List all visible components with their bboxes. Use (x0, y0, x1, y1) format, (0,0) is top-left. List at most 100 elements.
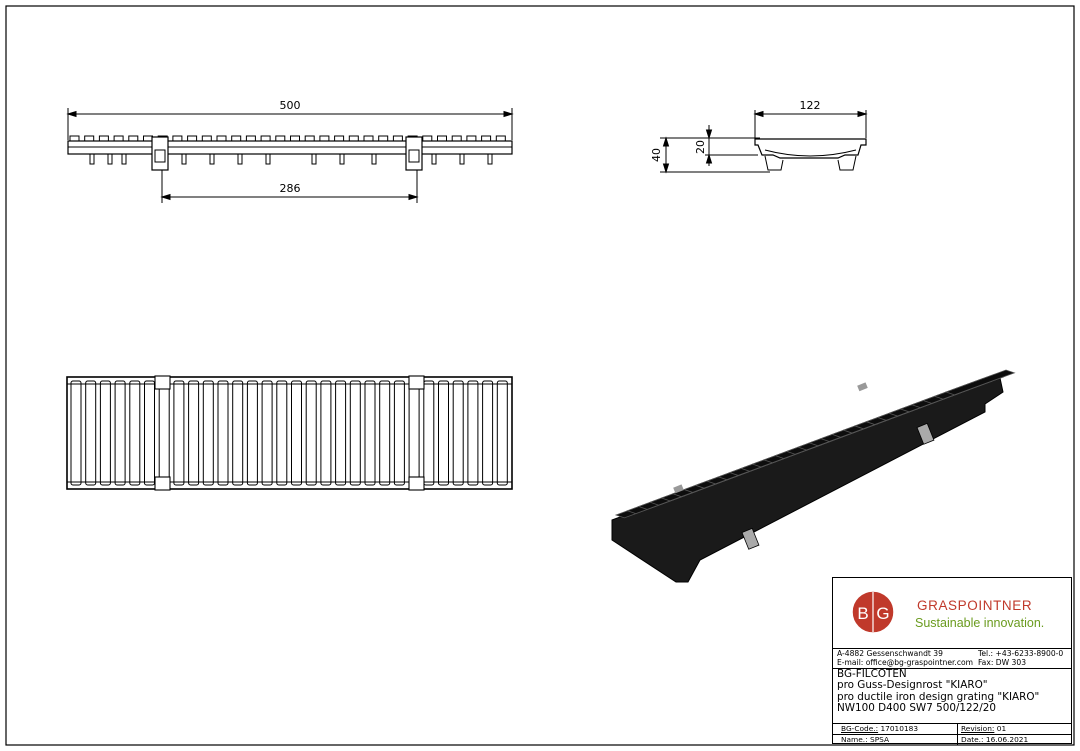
top-bar (496, 380, 508, 486)
top-bar (99, 380, 111, 486)
front-tooth (422, 135, 433, 142)
front-leg (339, 153, 345, 165)
front-leg (487, 153, 493, 165)
top-bar (70, 380, 82, 486)
top-bar (144, 380, 155, 486)
top-bar (276, 380, 288, 486)
description-line: pro Guss-Designrost "KIARO" (837, 679, 988, 692)
front-tooth (392, 135, 403, 142)
revision-label: Revision: (961, 724, 995, 733)
front-leg (209, 153, 215, 165)
front-tooth (84, 135, 95, 142)
front-tooth (481, 135, 492, 142)
top-bar (217, 380, 229, 486)
front-tooth (201, 135, 212, 142)
top-bar (232, 380, 244, 486)
top-clamp (154, 375, 171, 390)
front-leg (181, 153, 187, 165)
front-leg (371, 153, 377, 165)
front-tooth (451, 135, 462, 142)
front-tooth (319, 135, 330, 142)
front-leg (311, 153, 317, 165)
front-leg (107, 153, 113, 165)
top-bar (335, 380, 347, 486)
logo-letter-b: B (857, 604, 868, 623)
front-tooth (275, 135, 286, 142)
company-slogan: Sustainable innovation. (915, 616, 1045, 630)
top-bar (467, 380, 479, 486)
front-tooth (128, 135, 139, 142)
description-line: BG-FILCOTEN (837, 668, 907, 680)
front-tooth (245, 135, 256, 142)
code-label: BG-Code.: (841, 724, 879, 733)
company-brand: GRASPOINTNER (917, 598, 1033, 613)
front-leg (237, 153, 243, 165)
dim-label-20: 20 (694, 140, 707, 154)
top-bar (393, 380, 405, 486)
date-label: Date.: (961, 735, 984, 744)
dim-label-500: 500 (280, 99, 301, 112)
front-tooth (69, 135, 80, 142)
dim-label-40: 40 (650, 148, 663, 162)
top-bar (129, 380, 141, 486)
top-bar (320, 380, 332, 486)
front-tooth (216, 135, 227, 142)
top-bar (379, 380, 391, 486)
part-description: BG-FILCOTEN pro Guss-Designrost "KIARO" … (837, 668, 1039, 714)
top-bar (85, 380, 97, 486)
top-bar (305, 380, 317, 486)
top-bar (408, 380, 420, 486)
front-tooth (260, 135, 271, 142)
top-bar (246, 380, 258, 486)
front-tooth (495, 135, 506, 142)
top-bar (482, 380, 494, 486)
top-bar (114, 380, 126, 486)
date-value: 16.06.2021 (985, 735, 1029, 744)
side-view (660, 110, 868, 174)
front-view (66, 108, 514, 203)
revision-value: 01 (996, 724, 1007, 733)
sheet-border (5, 5, 1075, 746)
front-tooth (290, 135, 300, 142)
front-tooth (143, 135, 153, 142)
name-value: SPSA (870, 735, 890, 744)
front-tooth (98, 135, 109, 142)
company-logo-area: B G GRASPOINTNER Sustainable innovation. (833, 578, 1071, 648)
top-clamp (408, 375, 425, 390)
front-tooth (231, 135, 242, 142)
dim-label-286: 286 (280, 182, 301, 195)
isometric-view (611, 369, 1016, 583)
iso-bar (944, 369, 1016, 396)
bg-logo-icon: B G (851, 590, 895, 634)
front-tooth (378, 135, 389, 142)
front-leg (121, 153, 127, 165)
front-tooth (172, 135, 183, 142)
address-tel: Tel.: +43-6233-8900-0 (978, 649, 1064, 658)
address-postal: A-4882 Gessenschwandt 39 (837, 649, 943, 658)
front-leg (431, 153, 437, 165)
top-bar (364, 380, 376, 486)
top-bar (349, 380, 361, 486)
top-clamp (408, 476, 425, 491)
front-tooth (304, 135, 315, 142)
front-tooth (113, 135, 124, 142)
top-clamp (154, 476, 171, 491)
logo-letter-g: G (876, 604, 889, 623)
title-fields: BG-Code.: 17010183 Revision: 01 Name.: S… (833, 723, 1071, 745)
front-tooth (466, 135, 477, 142)
top-bar (452, 380, 464, 486)
front-leg (89, 153, 95, 165)
top-bar (158, 380, 170, 486)
top-bar (261, 380, 273, 486)
iso-clamp (741, 527, 760, 550)
front-leg (459, 153, 465, 165)
front-tooth (187, 135, 198, 142)
front-tooth (334, 135, 345, 142)
front-tooth (348, 135, 359, 142)
address-email: E-mail: office@bg-graspointner.com (837, 658, 974, 667)
top-bar (423, 380, 435, 486)
title-block: B G GRASPOINTNER Sustainable innovation.… (832, 577, 1072, 745)
dim-label-122: 122 (800, 99, 821, 112)
address-block: A-4882 Gessenschwandt 39 Tel.: +43-6233-8… (837, 649, 1069, 667)
